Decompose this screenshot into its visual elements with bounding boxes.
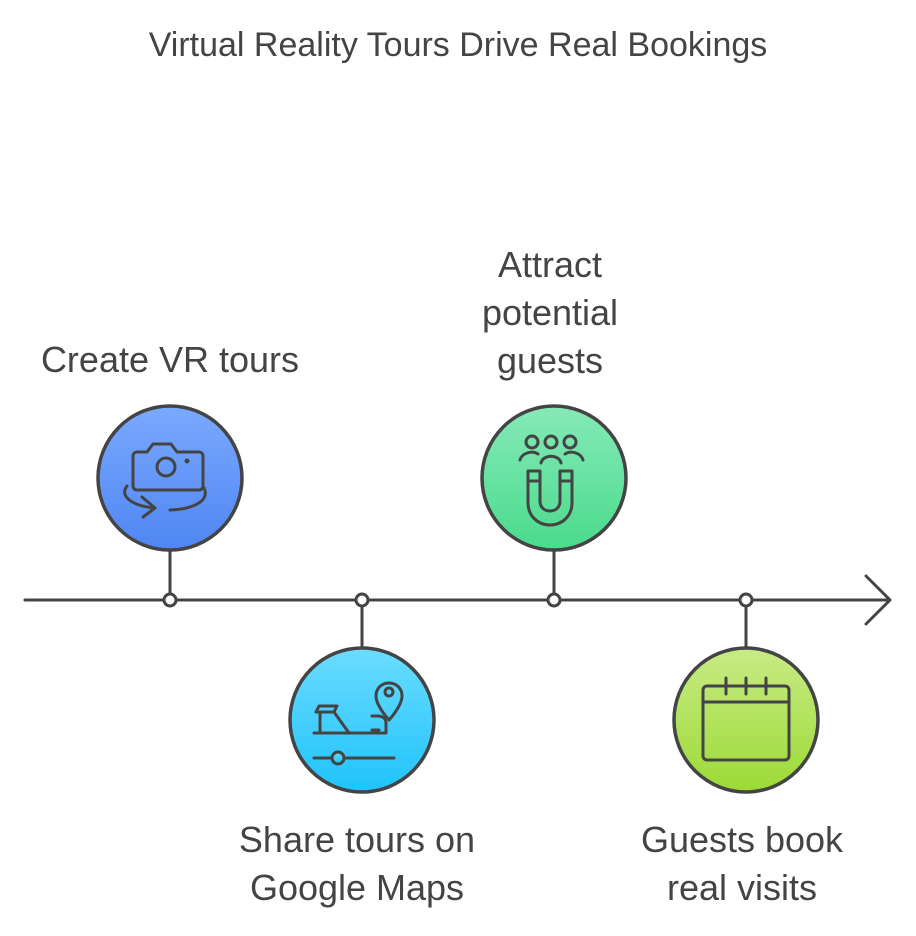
step-circle-3 (480, 404, 628, 552)
timeline-node-3 (546, 592, 562, 608)
label-line: Share tours on (238, 819, 476, 860)
step-circle-1 (96, 404, 244, 552)
step-label-2: Share tours on Google Maps (197, 816, 517, 912)
label-line: real visits (666, 867, 818, 908)
timeline-node-1 (162, 592, 178, 608)
label-line: Guests book (640, 819, 844, 860)
timeline-arrowhead (864, 574, 892, 626)
label-line: Google Maps (249, 867, 465, 908)
people-magnet-icon (518, 434, 585, 527)
step-label-1: Create VR tours (10, 336, 330, 384)
label-line: potential (481, 292, 619, 333)
step-label-3: Attract potential guests (390, 241, 710, 385)
diagram-title: Virtual Reality Tours Drive Real Booking… (148, 26, 768, 64)
step-circle-2 (288, 646, 436, 794)
car-location-icon (312, 681, 404, 766)
label-line: Attract (497, 244, 603, 285)
timeline-node-2 (354, 592, 370, 608)
timeline-node-4 (738, 592, 754, 608)
label-line: Create VR tours (40, 339, 300, 380)
label-line: guests (496, 340, 604, 381)
step-circle-4 (672, 646, 820, 794)
step-label-4: Guests book real visits (582, 816, 902, 912)
calendar-icon (701, 676, 791, 762)
camera-360-icon (123, 442, 207, 519)
